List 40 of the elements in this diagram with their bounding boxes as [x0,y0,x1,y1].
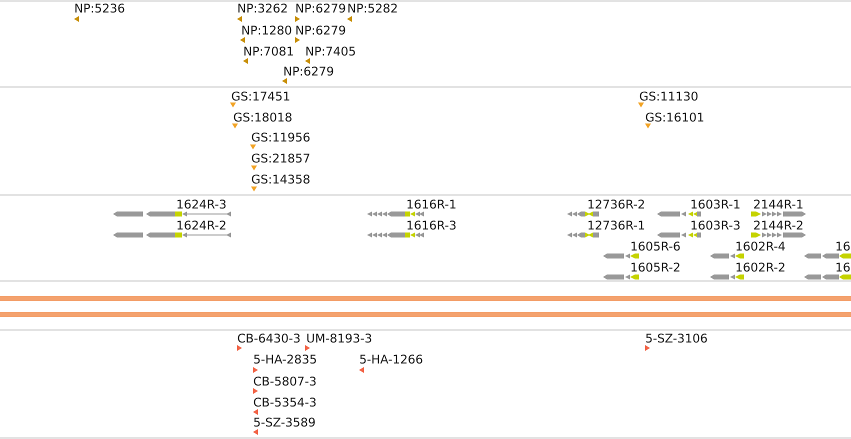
feature-label: 2144R-2 [754,220,802,230]
feature-label: NP:7081 [244,46,293,56]
feature-label: NP:5282 [348,4,397,13]
feature-label: 1605R-2 [632,262,680,272]
feature-label: NP:6279 [296,26,346,35]
feature-label: 1624R-2 [178,220,226,230]
feature-label: NP:6279 [284,66,334,76]
feature-label: GS:21857 [252,154,310,163]
feature-label: 1603R-3 [692,220,740,230]
feature-label: 1603R-1 [692,200,740,209]
feature-label: NP:7405 [306,46,355,56]
feature-label: 5-SZ-3589 [254,418,315,427]
feature-label: CB-5807-3 [254,376,316,386]
feature-label: 2144R-1 [754,200,802,208]
feature-label: 1624R-3 [178,200,226,209]
feature-label: NP:6279 [296,4,346,13]
feature-label: 1616R-3 [408,220,456,230]
feature-label: NP:1280 [242,26,292,35]
feature-label: 1605R-6 [632,242,680,251]
feature-label: GS:16101 [646,112,704,122]
feature-label: 1602R-4 [736,242,785,251]
feature-label: 16 [836,262,850,272]
feature-label: 1602R-2 [736,262,784,272]
feature-label: GS:18018 [234,112,292,122]
feature-label: CB-6430-3 [238,334,300,343]
feature-label: NP:5236 [75,4,124,13]
feature-label: CB-5354-3 [254,398,316,407]
feature-label: GS:17451 [232,92,290,101]
feature-label: 5-SZ-3106 [646,334,707,343]
feature-label: UM-8193-3 [307,334,372,343]
feature-label: 5-HA-2835 [254,354,316,364]
feature-label: 1616R-1 [408,200,456,209]
feature-label: GS:11956 [252,132,310,142]
feature-label: GS:14358 [252,174,310,184]
feature-label: 5-HA-1266 [360,354,422,364]
feature-label: NP:3262 [238,4,287,13]
feature-label: 16 [836,242,850,251]
feature-label: 12736R-1 [588,220,644,230]
feature-label: 12736R-2 [588,200,644,209]
feature-label: GS:11130 [640,92,698,101]
